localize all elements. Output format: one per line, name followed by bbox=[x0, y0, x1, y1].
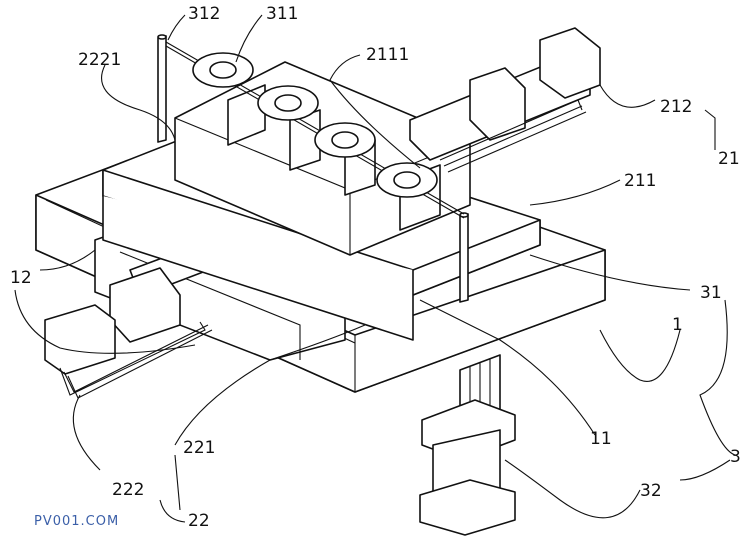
label-222: 222 bbox=[112, 480, 144, 500]
label-312: 312 bbox=[188, 4, 220, 24]
reference-labels: 312 311 2221 2111 212 21 211 12 31 1 11 … bbox=[10, 4, 741, 531]
watermark: PV001.COM bbox=[34, 514, 119, 529]
label-32: 32 bbox=[640, 481, 662, 501]
label-211: 211 bbox=[624, 171, 656, 191]
label-3: 3 bbox=[730, 447, 741, 467]
label-22: 22 bbox=[188, 511, 210, 531]
label-2111: 2111 bbox=[366, 45, 409, 65]
leader-lines bbox=[14, 14, 736, 523]
label-221: 221 bbox=[183, 438, 215, 458]
label-31: 31 bbox=[700, 283, 722, 303]
label-1: 1 bbox=[672, 315, 683, 335]
washers bbox=[192, 52, 438, 198]
label-311: 311 bbox=[266, 4, 298, 24]
label-2221: 2221 bbox=[78, 50, 121, 70]
label-11: 11 bbox=[590, 429, 612, 449]
label-212: 212 bbox=[660, 97, 692, 117]
right-cylinder bbox=[409, 27, 601, 173]
label-21: 21 bbox=[718, 149, 740, 169]
vertical-cylinder bbox=[419, 354, 516, 536]
left-cylinder bbox=[44, 267, 213, 399]
label-12: 12 bbox=[10, 268, 32, 288]
